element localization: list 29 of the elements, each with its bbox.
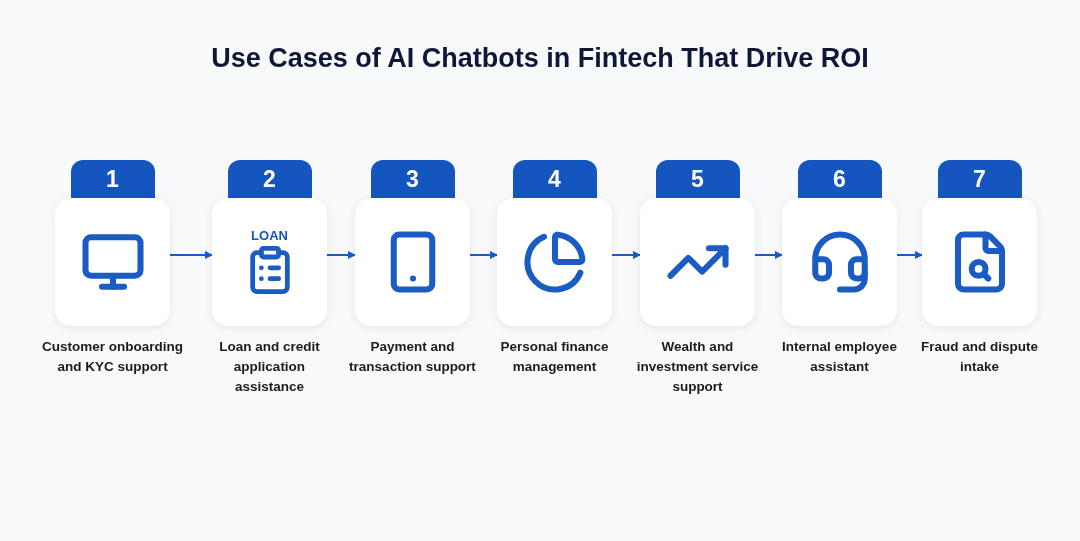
step-number: 7	[973, 164, 986, 194]
step-caption: Internal employee assistant	[781, 338, 898, 376]
step-caption: Loan and credit application assistance	[218, 338, 321, 396]
step-caption: Personal finance management	[499, 338, 610, 376]
step-caption: Payment and transaction support	[348, 338, 477, 376]
step-card	[55, 160, 170, 326]
step-card	[640, 160, 755, 326]
step-number: 3	[406, 164, 419, 194]
step-caption: Wealth and investment service support	[635, 338, 760, 396]
arrow	[326, 251, 356, 259]
arrow	[754, 251, 783, 259]
step-number: 1	[106, 164, 119, 194]
arrow	[611, 251, 641, 259]
step-card	[355, 160, 470, 326]
arrow	[169, 251, 213, 259]
step-number: 4	[548, 164, 561, 194]
step-caption: Customer onboarding and KYC support	[41, 338, 184, 376]
icon-label: LOAN	[251, 228, 288, 242]
step-card	[497, 160, 612, 326]
title: Use Cases of AI Chatbots in Fintech That Drive ROI	[211, 42, 869, 75]
step-number: 6	[833, 164, 846, 194]
step-number: 5	[691, 164, 704, 194]
step-caption: Fraud and dispute intake	[920, 338, 1039, 376]
arrow	[469, 251, 498, 259]
step-number: 2	[263, 164, 276, 194]
step-card	[922, 160, 1037, 326]
arrow	[896, 251, 923, 259]
step-card	[782, 160, 897, 326]
step-card	[212, 160, 327, 326]
